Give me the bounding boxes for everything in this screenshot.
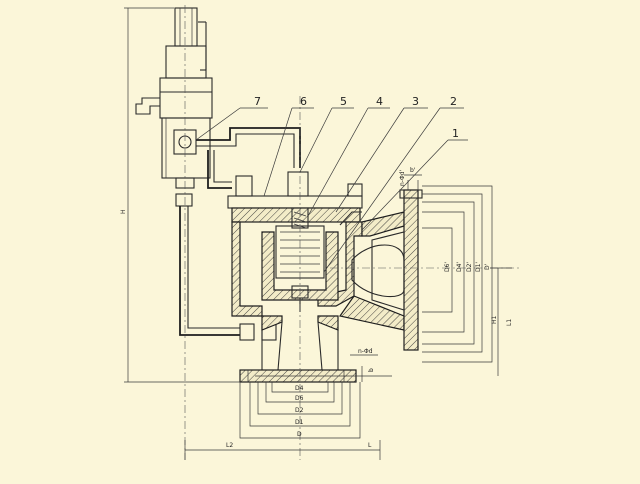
bottom-flange-dimensions: [184, 354, 381, 460]
centre-lines: [184, 5, 520, 460]
side-flange-dimensions: [404, 174, 512, 376]
dim-label-l: L: [368, 442, 372, 449]
dim-label-d1: D1: [295, 419, 304, 426]
dim-label-d6: D6: [295, 395, 304, 402]
part-label-2: 2: [450, 95, 457, 108]
dim-label-d-prime: D': [484, 263, 491, 270]
dim-label-d2: D2: [295, 407, 304, 414]
dim-label-b-prime: b': [410, 167, 416, 174]
pilot-valve: [135, 7, 213, 189]
dim-label-d4: D4: [295, 385, 304, 392]
part-label-7: 7: [254, 95, 261, 108]
dim-label-l2: L2: [226, 442, 233, 449]
dim-label-bolts-bottom: n-Φd: [358, 348, 373, 355]
dim-label-b: b: [368, 368, 375, 372]
part-label-3: 3: [412, 95, 419, 108]
dim-label-l1: L1: [506, 319, 513, 326]
height-dimensions: [124, 7, 392, 383]
leader-lines: [195, 107, 468, 273]
dim-label-bolts-side: n-Φd': [399, 170, 406, 186]
part-label-4: 4: [376, 95, 383, 108]
main-valve-body: [227, 171, 423, 383]
dim-label-d1-prime: D1': [475, 262, 482, 272]
part-label-6: 6: [300, 95, 307, 108]
dim-label-h1: H1: [491, 315, 498, 324]
dim-label-d6-prime: D6': [444, 262, 451, 272]
dim-label-d2-prime: D2': [466, 262, 473, 272]
part-label-5: 5: [340, 95, 347, 108]
dim-label-d4-prime: D4': [456, 262, 463, 272]
dim-label-h: H: [120, 209, 127, 214]
part-label-1: 1: [452, 127, 459, 140]
dim-label-d: D: [297, 431, 302, 438]
